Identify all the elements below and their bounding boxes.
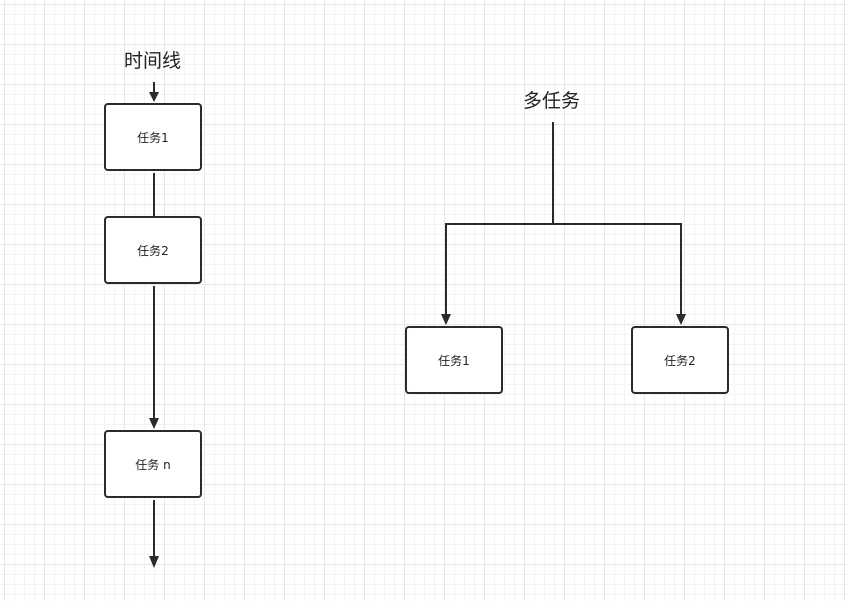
timeline-task-n: 任务 n (104, 430, 202, 498)
multitask-arrowhead-2 (676, 314, 686, 325)
timeline-title: 时间线 (124, 50, 182, 72)
multitask-task-1-label: 任务1 (438, 353, 470, 368)
timeline-task-1: 任务1 (104, 103, 202, 171)
timeline-task-1-label: 任务1 (137, 130, 169, 145)
timeline-task-2: 任务2 (104, 216, 202, 284)
multitask-branch (445, 223, 682, 315)
timeline-arrowhead-out (149, 556, 159, 568)
timeline-task-2-label: 任务2 (137, 243, 169, 258)
multitask-task-1: 任务1 (405, 326, 503, 394)
timeline-task-n-label: 任务 n (135, 457, 171, 472)
multitask-task-2-label: 任务2 (664, 353, 696, 368)
multitask-title: 多任务 (523, 90, 581, 112)
timeline-arrowhead-in (149, 92, 159, 102)
timeline-arrowhead-n (149, 418, 159, 429)
multitask-arrowhead-1 (441, 314, 451, 325)
multitask-task-2: 任务2 (631, 326, 729, 394)
